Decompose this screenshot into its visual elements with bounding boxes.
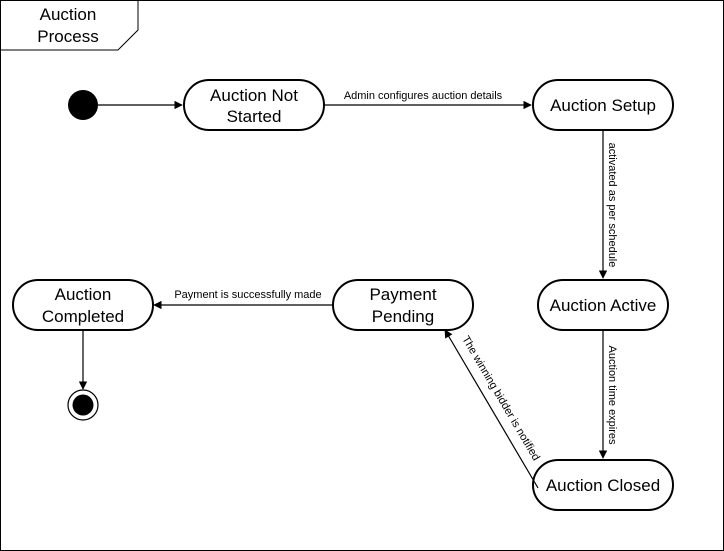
transition-notify-label: The winning bidder is notified (459, 334, 542, 463)
state-auction-setup-label: Auction Setup (550, 96, 656, 115)
state-auction-completed-line1: Auction (55, 285, 112, 304)
frame-title-line1: Auction (40, 5, 97, 24)
state-auction-closed (532, 459, 674, 511)
final-node-core (72, 394, 94, 416)
state-auction-not-started-line1: Auction Not (210, 86, 298, 105)
frame-tab (0, 0, 139, 51)
state-auction-closed-label: Auction Closed (546, 476, 660, 495)
initial-node (68, 90, 98, 120)
state-auction-completed-line2: Completed (42, 307, 124, 326)
state-auction-not-started-line2: Started (227, 107, 282, 126)
transition-activate-label: activated as per schedule (606, 143, 618, 268)
transition-pay-label: Payment is successfully made (174, 289, 321, 301)
state-payment-pending-line2: Pending (372, 307, 434, 326)
transition-configure-label: Admin configures auction details (344, 90, 503, 102)
transition-notify-arrow (444, 329, 539, 489)
transition-expire-label: Auction time expires (606, 345, 618, 445)
state-auction-active-label: Auction Active (550, 296, 657, 315)
frame-title-line2: Process (37, 27, 98, 46)
state-payment-pending-line1: Payment (369, 285, 436, 304)
